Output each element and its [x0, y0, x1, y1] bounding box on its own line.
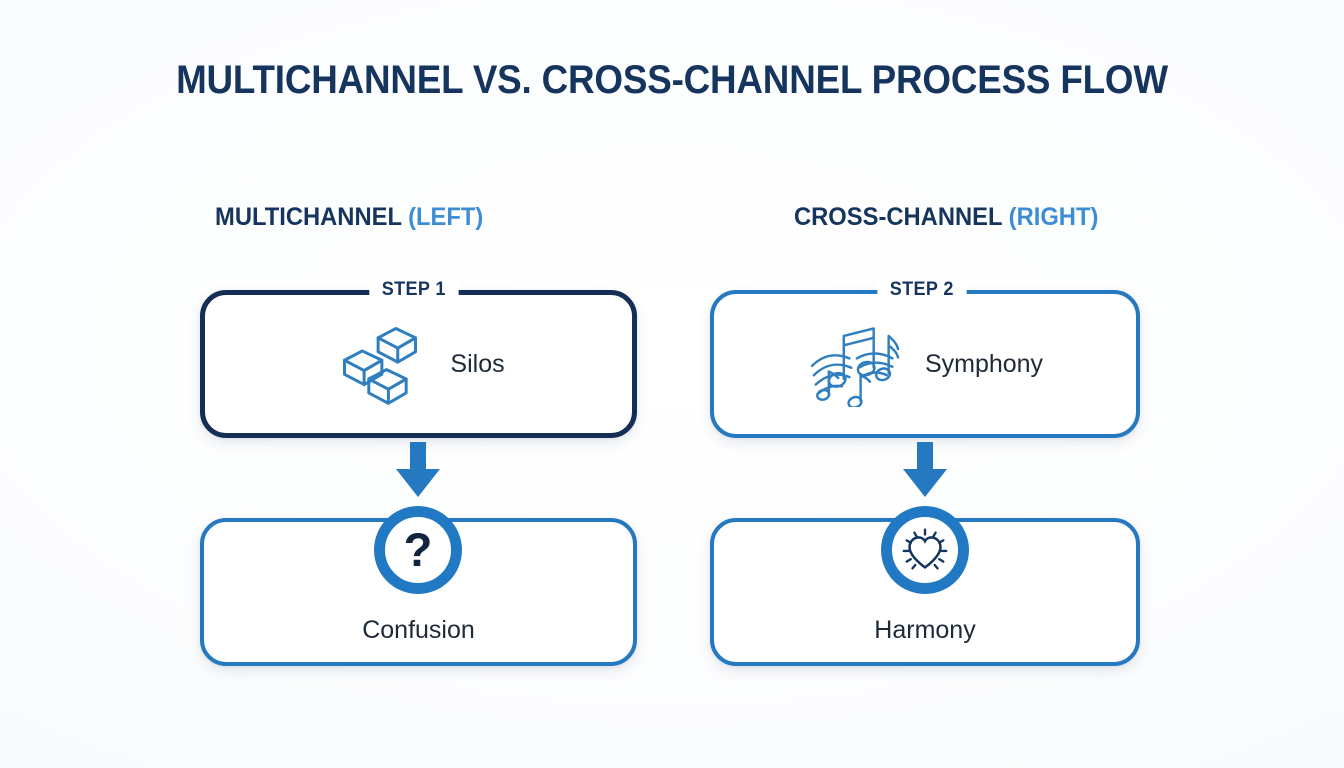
- arrow-down-icon-left: [396, 442, 440, 497]
- question-mark-icon: ?: [403, 522, 433, 576]
- column-header-main-left: MULTICHANNEL: [215, 203, 402, 231]
- step-badge-left: STEP 1: [369, 276, 459, 304]
- question-mark-badge: ?: [374, 506, 462, 594]
- column-header-sub-right: (RIGHT): [1008, 203, 1099, 231]
- column-header-multichannel: MULTICHANNEL (LEFT): [215, 203, 483, 232]
- column-header-main-right: CROSS-CHANNEL: [794, 203, 1003, 231]
- step-card-label-right: Symphony: [924, 349, 1044, 378]
- shining-heart-icon: [902, 528, 948, 570]
- outcome-card-label-right: Harmony: [874, 616, 976, 644]
- music-notes-icon: [810, 327, 900, 407]
- step-badge-right: STEP 2: [877, 276, 967, 304]
- step-card-cross-channel[interactable]: [710, 290, 1140, 438]
- page-title: MULTICHANNEL VS. CROSS-CHANNEL PROCESS F…: [176, 58, 1168, 102]
- shining-heart-badge: [881, 506, 969, 594]
- boxes-icon: [343, 326, 418, 405]
- column-header-cross-channel: CROSS-CHANNEL (RIGHT): [794, 203, 1098, 232]
- step-card-content-right: Symphony: [722, 310, 1128, 418]
- outcome-card-label-left: Confusion: [362, 616, 475, 644]
- step-card-content-left: Silos: [212, 310, 625, 418]
- column-header-sub-left: (LEFT): [408, 203, 484, 231]
- arrow-down-icon-right: [903, 442, 947, 497]
- step-card-label-left: Silos: [450, 349, 505, 378]
